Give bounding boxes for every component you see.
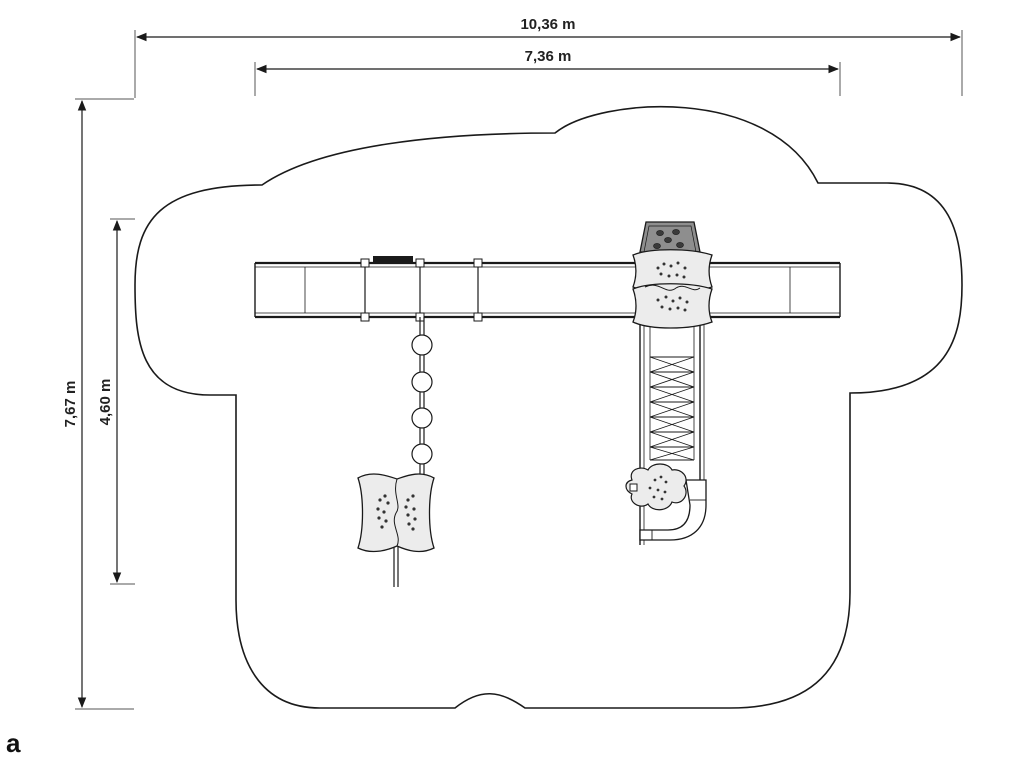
flower-panel <box>625 463 687 511</box>
overall-depth-label: 7,67 m <box>62 381 79 428</box>
structure-depth-label: 4,60 m <box>97 379 114 426</box>
climbing-wall-top <box>639 221 701 253</box>
dimension-structure-width: 7,36 m <box>254 48 841 96</box>
structure-width-label: 7,36 m <box>525 48 572 65</box>
safety-zone-outline <box>134 105 963 709</box>
climbing-panel-left <box>357 473 435 553</box>
climbing-panel-right <box>632 249 713 329</box>
panel-label: a <box>6 728 21 758</box>
rope-ball-climber <box>393 317 433 587</box>
beam-top-block <box>373 256 413 263</box>
dimension-structure-depth: 4,60 m <box>97 218 135 585</box>
overall-width-label: 10,36 m <box>520 16 575 33</box>
horizontal-beam-structure <box>254 258 841 322</box>
dimension-overall-width: 10,36 m <box>134 16 963 98</box>
dimension-overall-depth: 7,67 m <box>62 98 134 710</box>
curved-slide <box>639 479 707 541</box>
ladder <box>639 318 705 545</box>
